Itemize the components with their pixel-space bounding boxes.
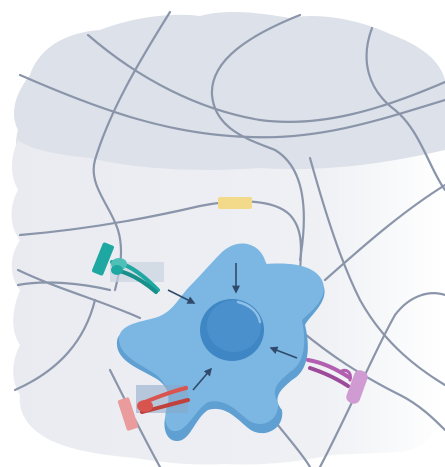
red-receptor-head [137, 400, 153, 412]
teal-receptor-head [111, 265, 123, 275]
cell-nucleus [200, 299, 264, 361]
yellow-fiber-ligand [218, 197, 252, 209]
